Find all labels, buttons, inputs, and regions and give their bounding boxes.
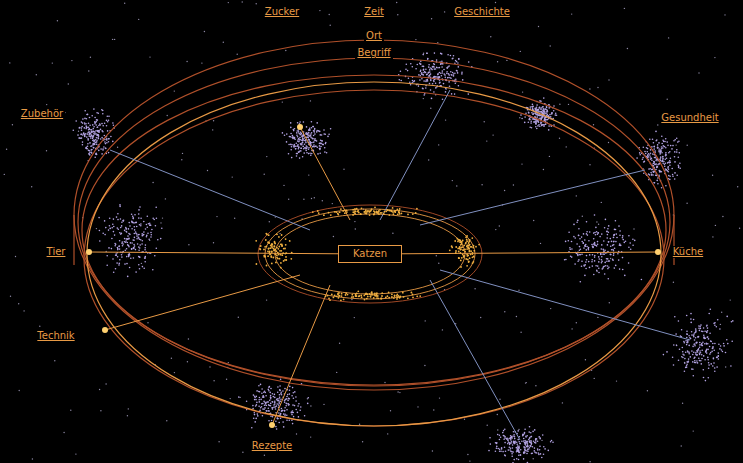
topic-label: Küche [671, 246, 705, 258]
topic-label: Zubehör [19, 108, 65, 120]
topic-label: Rezepte [250, 440, 294, 452]
center-box: Katzen [338, 245, 402, 263]
topic-label: Geschichte [452, 6, 512, 18]
topic-label: Technik [35, 330, 76, 342]
topic-label: Tier [45, 246, 68, 258]
center-text: Katzen [353, 248, 387, 259]
topic-label: Zucker [263, 6, 301, 18]
topic-label: Zeit [362, 6, 386, 18]
topic-label: Gesundheit [659, 112, 720, 124]
topic-label: Begriff [355, 47, 392, 59]
topic-label: Ort [364, 30, 384, 42]
